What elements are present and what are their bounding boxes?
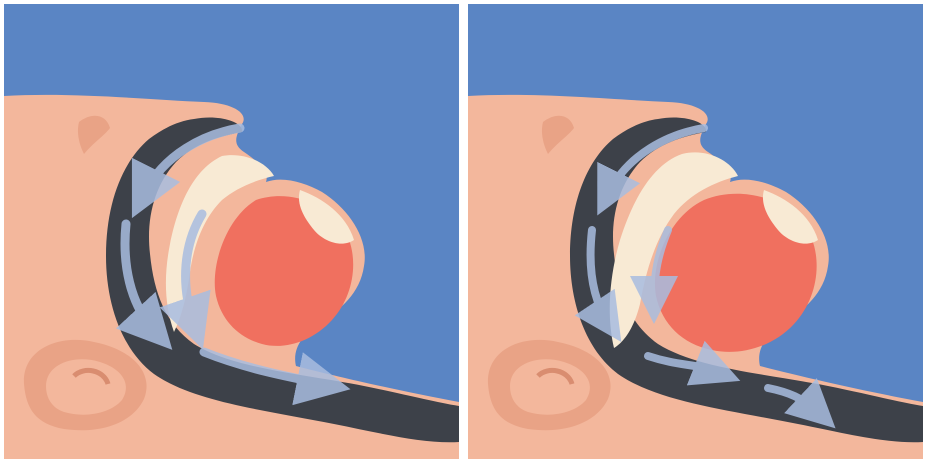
airway-illustration-narrowed [468,4,923,459]
airway-illustration-open [4,4,459,459]
panel-open-airway [4,4,459,459]
panel-narrowed-airway [468,4,923,459]
